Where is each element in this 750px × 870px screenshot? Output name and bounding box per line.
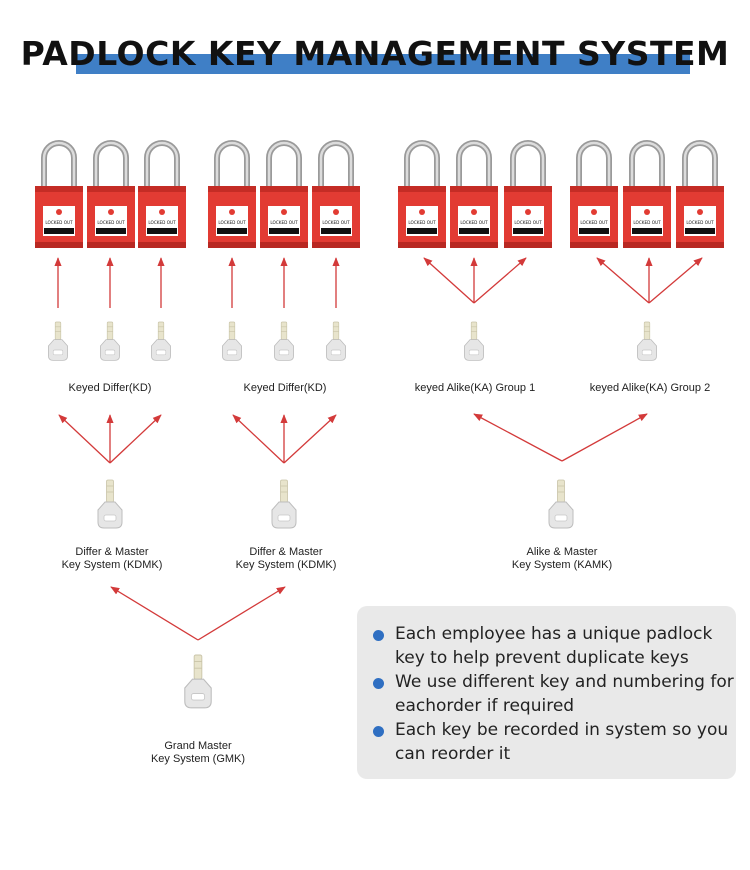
svg-text:LOCKED OUT: LOCKED OUT bbox=[218, 220, 246, 225]
key-icon bbox=[150, 321, 172, 361]
arrow-line bbox=[58, 414, 111, 464]
label-kdmk-2-line2: Key System (KDMK) bbox=[235, 559, 337, 571]
label-kdmk-1-line1: Differ & Master bbox=[75, 546, 149, 558]
padlock-icon: LOCKED OUT bbox=[35, 140, 83, 248]
title-underline-bar bbox=[76, 54, 690, 74]
label-kdmk-2-line1: Differ & Master bbox=[249, 546, 323, 558]
arrow-line bbox=[473, 413, 563, 462]
label-gmk-line1: Grand Master bbox=[164, 740, 232, 752]
title-banner: PADLOCK KEY MANAGEMENT SYSTEM bbox=[0, 32, 750, 82]
arrow-line bbox=[648, 257, 703, 304]
label-ka-2: keyed Alike(KA) Group 2 bbox=[589, 382, 711, 394]
padlock-icon: LOCKED OUT bbox=[398, 140, 446, 248]
label-kd-2: Keyed Differ(KD) bbox=[243, 382, 327, 394]
info-bullet: Each employee has a unique padlock key t… bbox=[373, 622, 735, 670]
key-icon bbox=[463, 321, 485, 361]
padlock-icon: LOCKED OUT bbox=[87, 140, 135, 248]
svg-text:LOCKED OUT: LOCKED OUT bbox=[633, 220, 661, 225]
svg-text:LOCKED OUT: LOCKED OUT bbox=[460, 220, 488, 225]
padlock-icon: LOCKED OUT bbox=[208, 140, 256, 248]
svg-text:LOCKED OUT: LOCKED OUT bbox=[322, 220, 350, 225]
label-gmk: Grand Master Key System (GMK) bbox=[136, 740, 260, 766]
key-icon bbox=[548, 479, 574, 529]
svg-text:LOCKED OUT: LOCKED OUT bbox=[580, 220, 608, 225]
svg-text:LOCKED OUT: LOCKED OUT bbox=[148, 220, 176, 225]
key-icon bbox=[97, 479, 123, 529]
label-kamk-line2: Key System (KAMK) bbox=[511, 559, 613, 571]
arrow-line bbox=[110, 586, 199, 641]
arrow-line bbox=[283, 414, 337, 464]
label-kamk: Alike & Master Key System (KAMK) bbox=[500, 546, 624, 572]
key-icon bbox=[273, 321, 295, 361]
key-icon bbox=[221, 321, 243, 361]
padlock-icon: LOCKED OUT bbox=[570, 140, 618, 248]
padlock-icon: LOCKED OUT bbox=[138, 140, 186, 248]
arrow-line bbox=[596, 257, 650, 304]
label-kdmk-1: Differ & Master Key System (KDMK) bbox=[50, 546, 174, 572]
info-bullet-text: We use different key and numbering for e… bbox=[395, 672, 734, 716]
label-gmk-line2: Key System (GMK) bbox=[150, 753, 246, 765]
arrow-line bbox=[561, 413, 648, 462]
key-icon bbox=[99, 321, 121, 361]
info-bullet-text: Each employee has a unique padlock key t… bbox=[395, 624, 713, 668]
key-icon bbox=[325, 321, 347, 361]
svg-text:LOCKED OUT: LOCKED OUT bbox=[408, 220, 436, 225]
info-panel: Each employee has a unique padlock key t… bbox=[357, 606, 736, 779]
label-kdmk-2: Differ & Master Key System (KDMK) bbox=[224, 546, 348, 572]
arrow-line bbox=[232, 414, 285, 464]
info-bullet: We use different key and numbering for e… bbox=[373, 670, 735, 718]
svg-text:LOCKED OUT: LOCKED OUT bbox=[686, 220, 714, 225]
arrow-line bbox=[197, 586, 286, 641]
padlock-icon: LOCKED OUT bbox=[450, 140, 498, 248]
arrow-line bbox=[473, 257, 527, 304]
bullet-dot-icon bbox=[373, 630, 384, 641]
padlock-icon: LOCKED OUT bbox=[623, 140, 671, 248]
key-icon bbox=[636, 321, 658, 361]
svg-text:LOCKED OUT: LOCKED OUT bbox=[514, 220, 542, 225]
key-icon bbox=[47, 321, 69, 361]
label-kd-1: Keyed Differ(KD) bbox=[68, 382, 152, 394]
key-icon bbox=[271, 479, 297, 529]
key-icon bbox=[184, 654, 212, 709]
svg-text:LOCKED OUT: LOCKED OUT bbox=[270, 220, 298, 225]
label-kdmk-1-line2: Key System (KDMK) bbox=[61, 559, 163, 571]
padlock-icon: LOCKED OUT bbox=[676, 140, 724, 248]
page-title: PADLOCK KEY MANAGEMENT SYSTEM bbox=[20, 34, 730, 73]
padlock-icon: LOCKED OUT bbox=[260, 140, 308, 248]
info-bullet-text: Each key be recorded in system so you ca… bbox=[395, 720, 729, 764]
svg-text:LOCKED OUT: LOCKED OUT bbox=[97, 220, 125, 225]
padlock-icon: LOCKED OUT bbox=[504, 140, 552, 248]
padlock-icon: LOCKED OUT bbox=[312, 140, 360, 248]
arrow-line bbox=[423, 257, 475, 304]
svg-text:LOCKED OUT: LOCKED OUT bbox=[45, 220, 73, 225]
bullet-dot-icon bbox=[373, 726, 384, 737]
info-bullet: Each key be recorded in system so you ca… bbox=[373, 718, 735, 766]
bullet-dot-icon bbox=[373, 678, 384, 689]
label-kamk-line1: Alike & Master bbox=[526, 546, 598, 558]
label-ka-1: keyed Alike(KA) Group 1 bbox=[414, 382, 536, 394]
arrow-line bbox=[109, 414, 162, 464]
